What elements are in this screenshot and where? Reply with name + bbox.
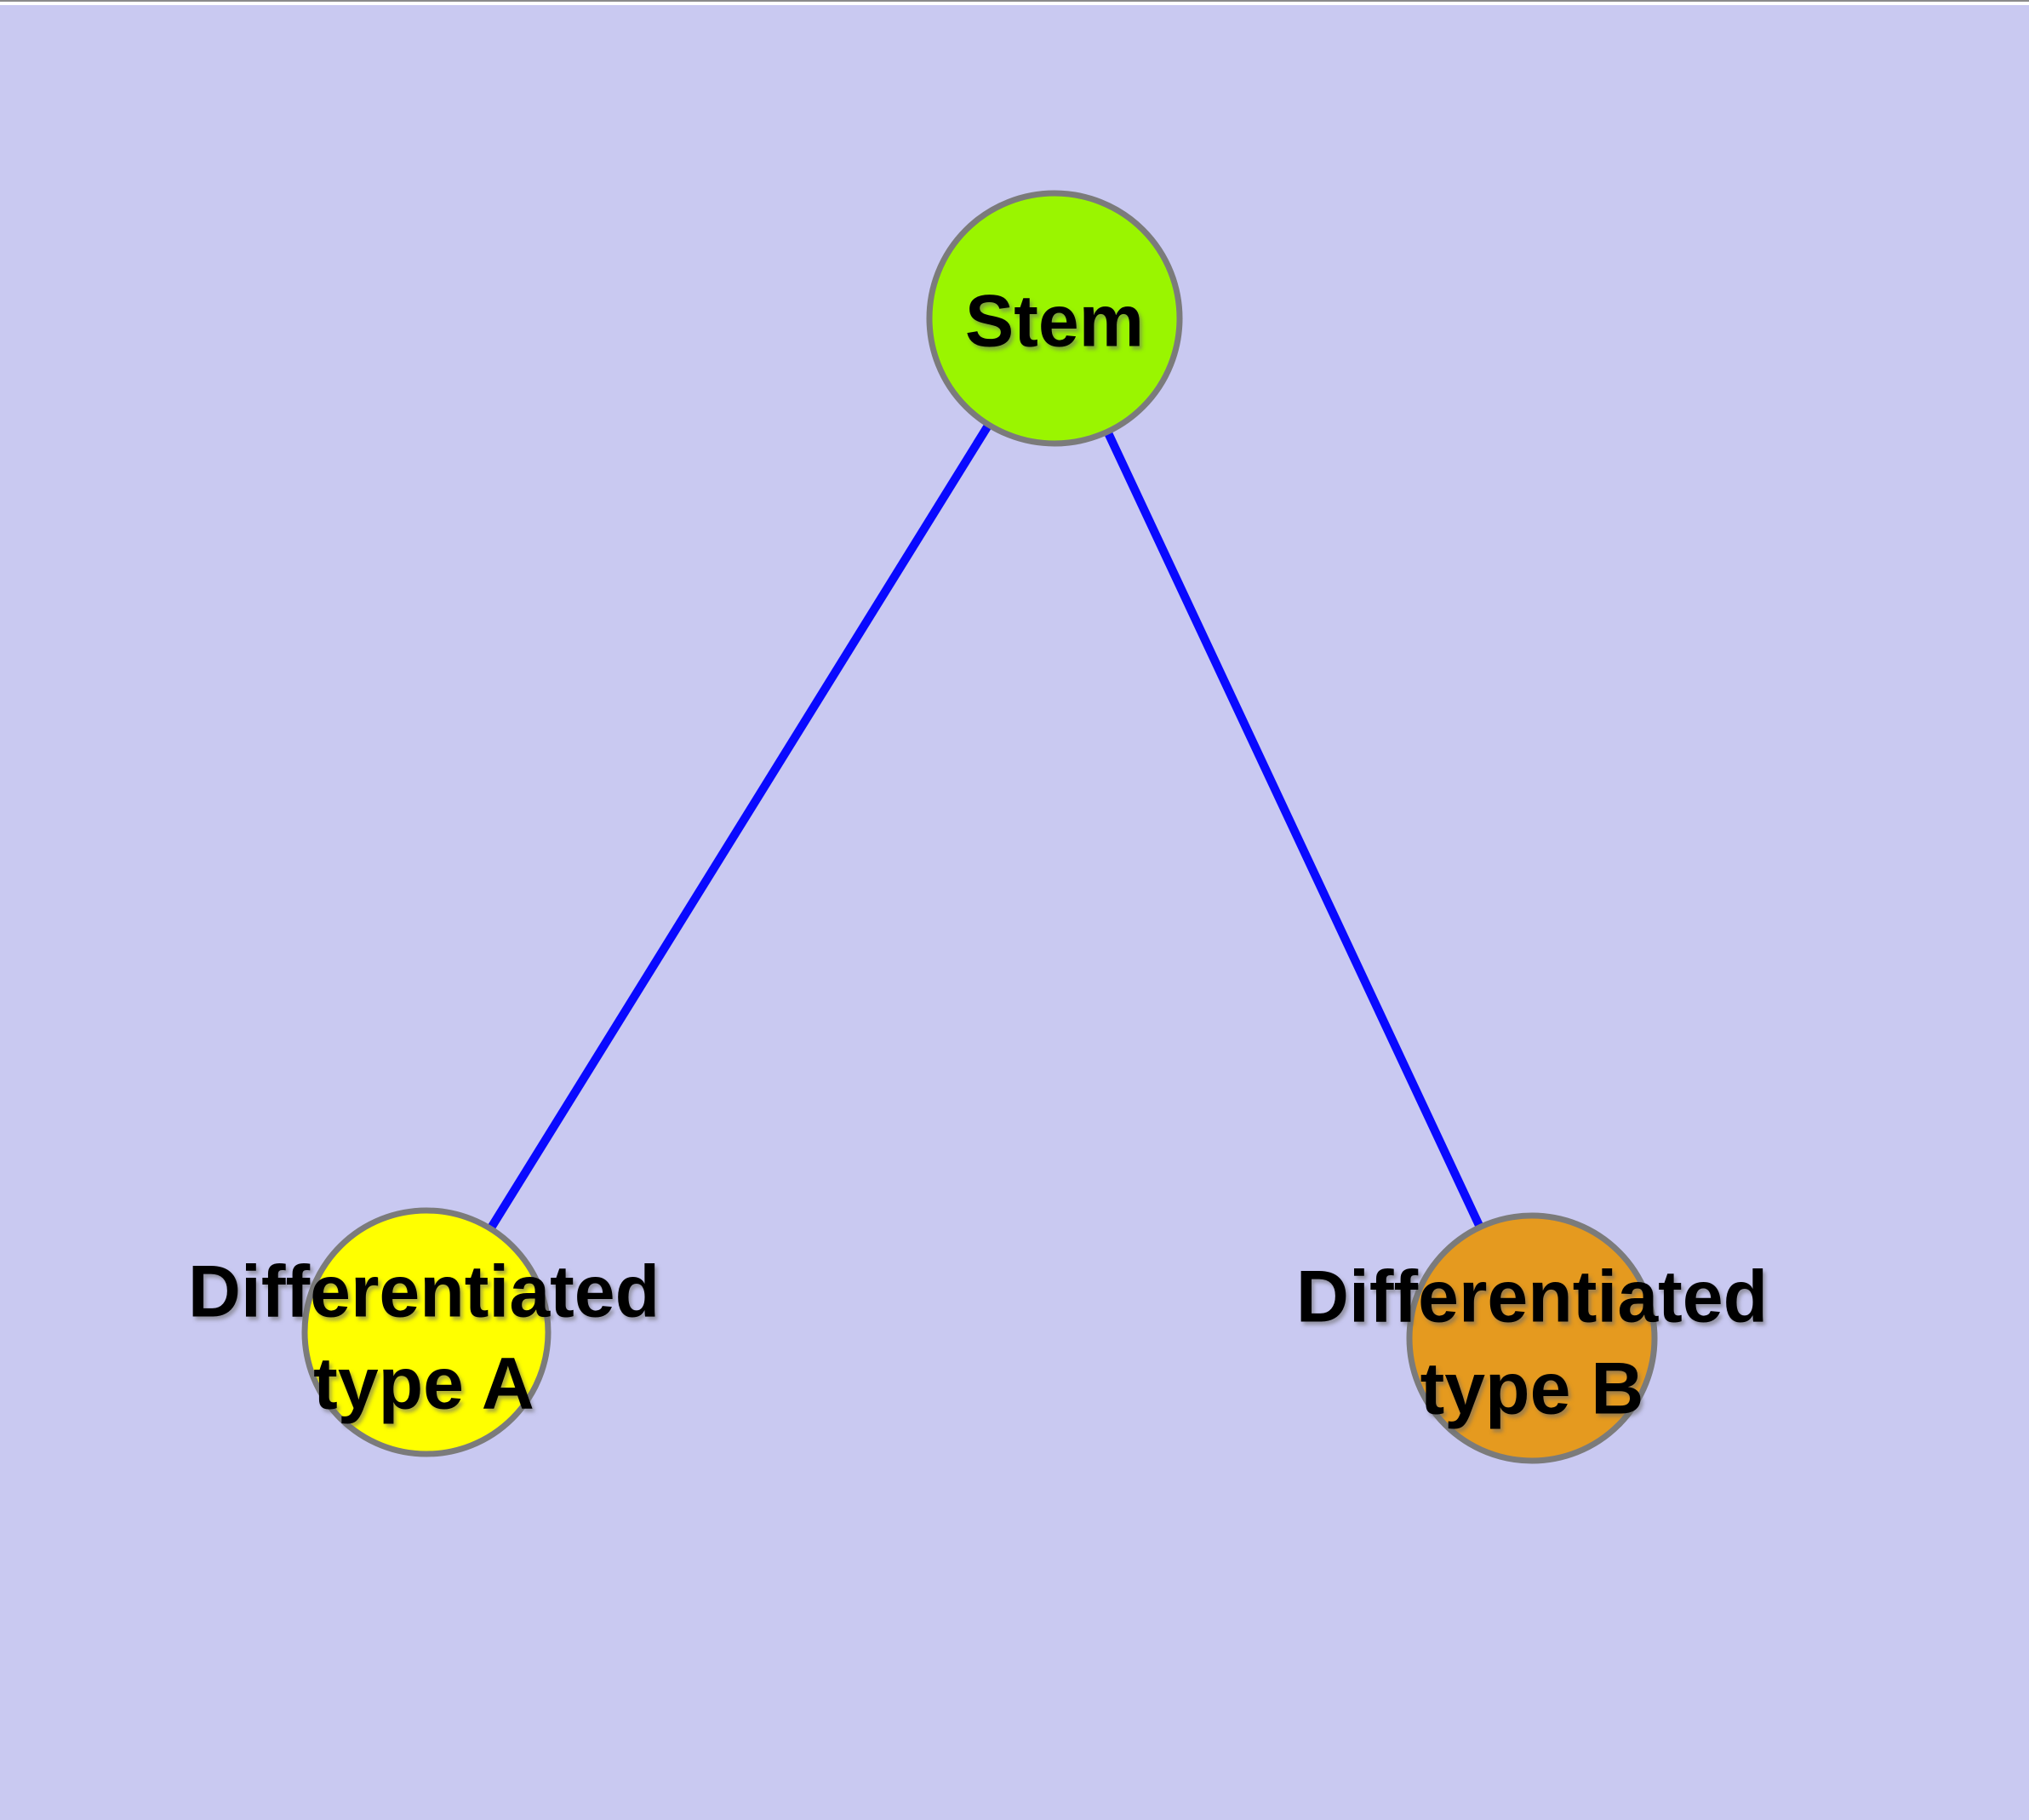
node-differentiated-type-b[interactable]: [1406, 1212, 1658, 1464]
edge-stem-to-type-a: [422, 316, 1059, 1335]
node-differentiated-type-a[interactable]: [301, 1207, 552, 1457]
edge-stem-to-type-b: [1050, 316, 1536, 1341]
node-stem[interactable]: [926, 190, 1183, 447]
window-top-strip: [0, 0, 2029, 5]
